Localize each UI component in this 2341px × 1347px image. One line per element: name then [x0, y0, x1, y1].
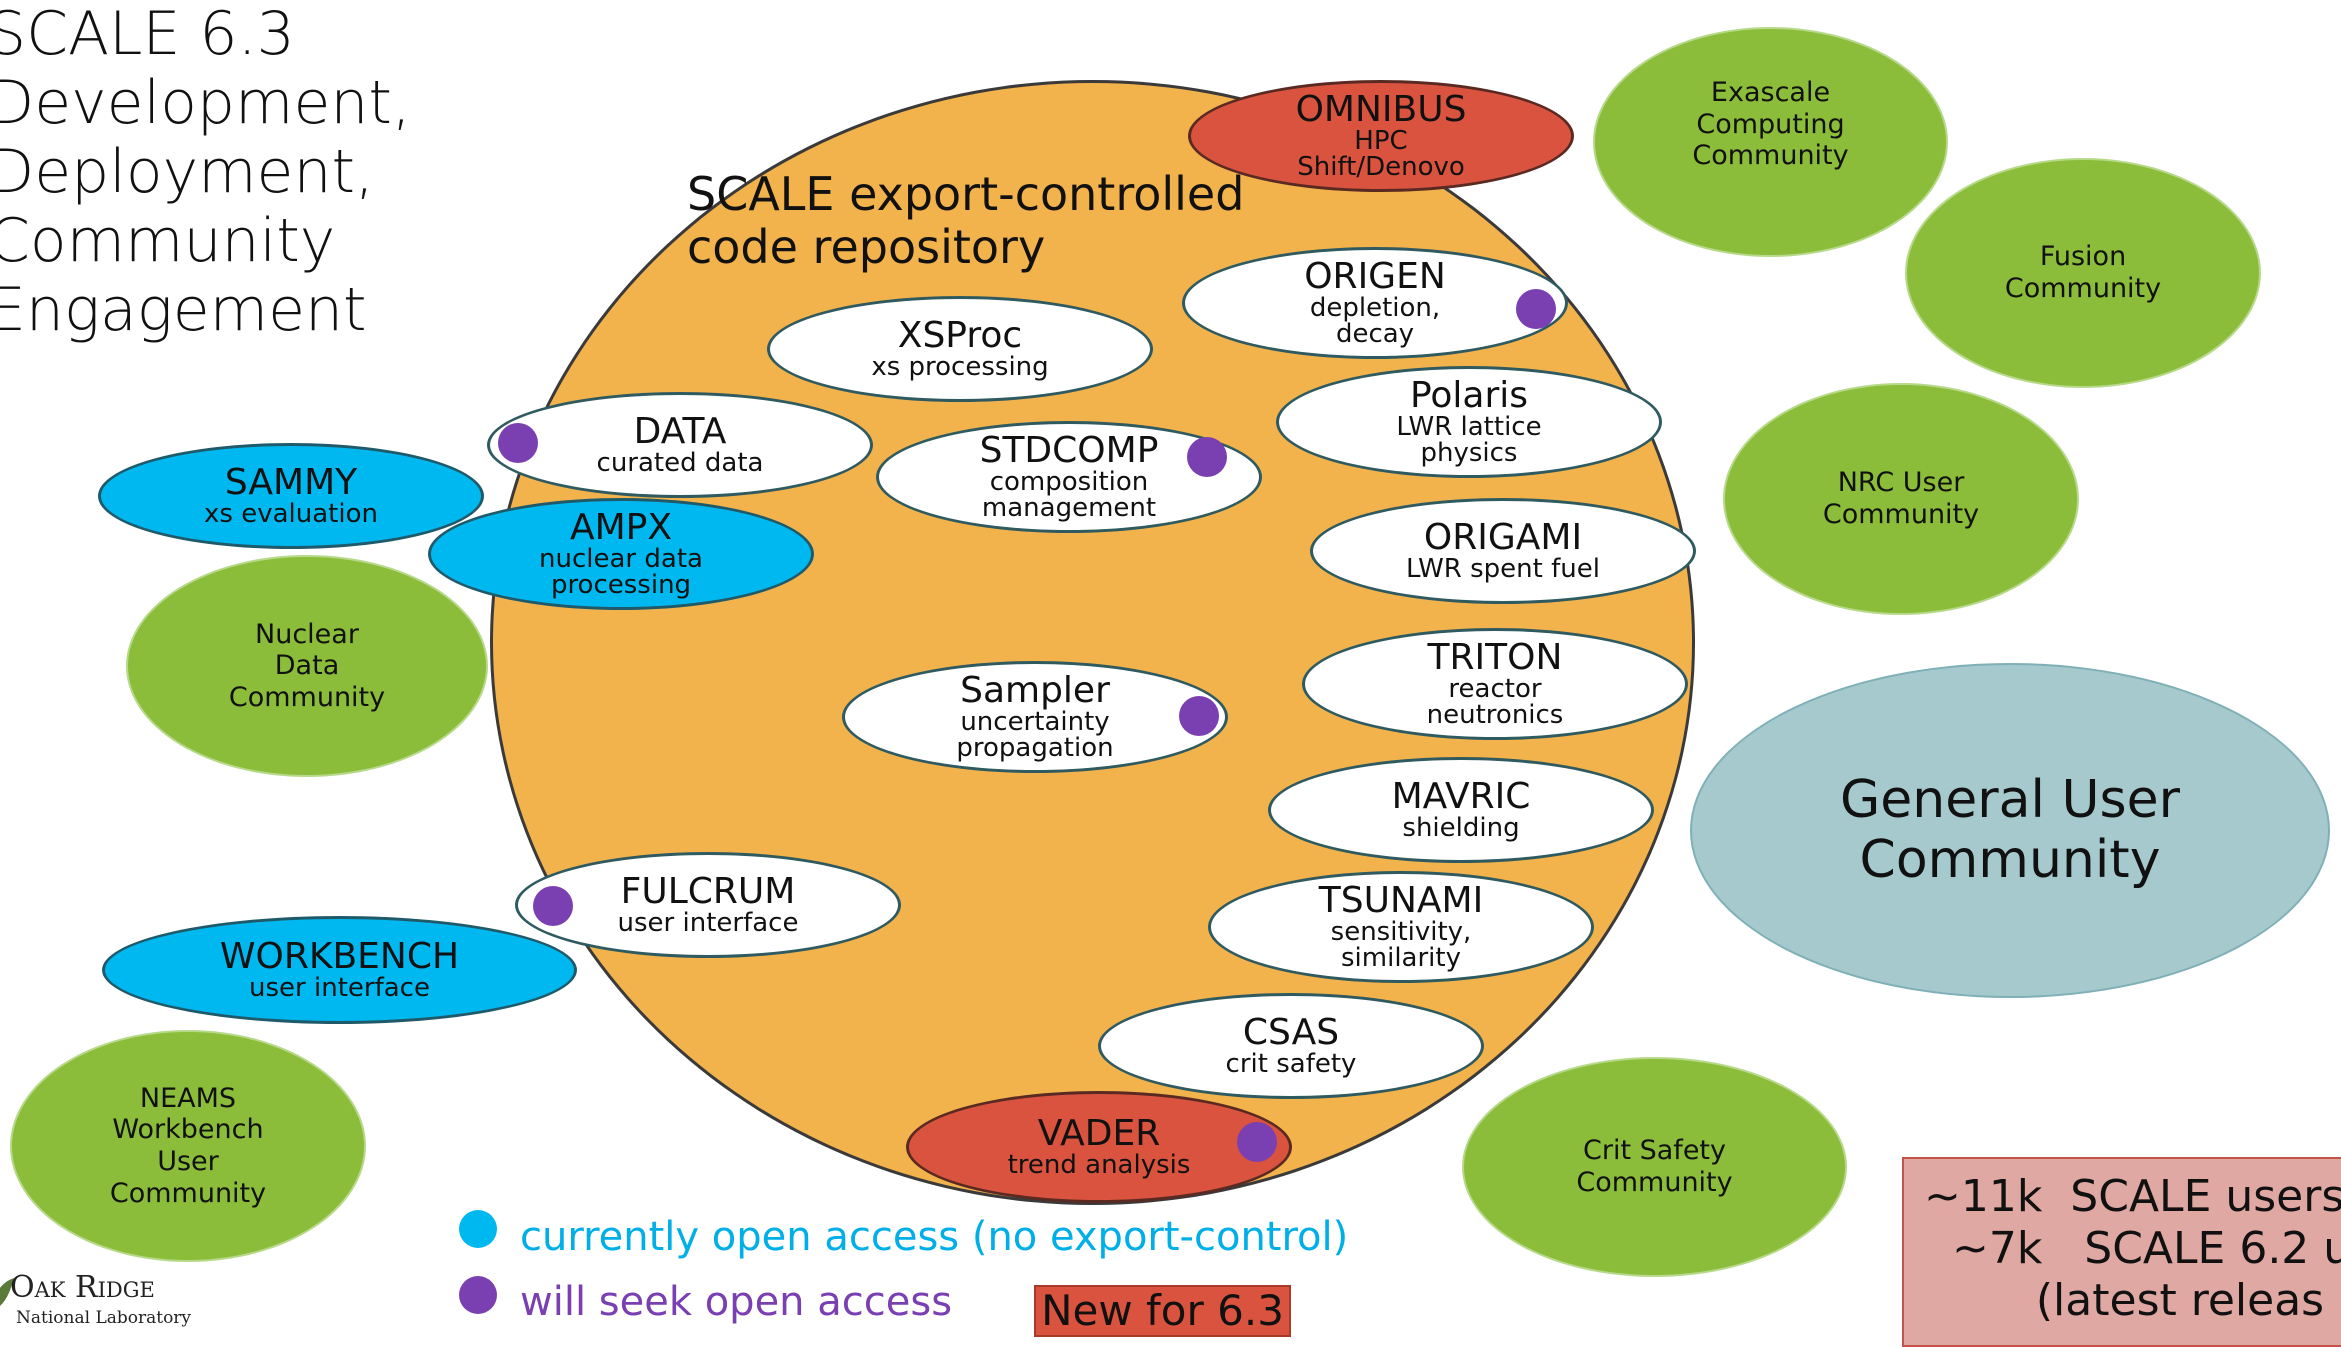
community-nuclear-data: Nuclear Data Community	[126, 555, 488, 777]
community-crit-safety: Crit Safety Community	[1462, 1057, 1847, 1277]
module-polaris: Polaris LWR lattice physics	[1276, 366, 1662, 478]
seek-open-dot-fulcrum	[533, 886, 573, 926]
module-vader: VADER trend analysis	[906, 1091, 1292, 1203]
module-csas: CSAS crit safety	[1098, 993, 1484, 1099]
page-title: SCALE 6.3 Development, Deployment, Commu…	[0, 0, 411, 345]
ornl-name: Oak Ridge	[10, 1270, 155, 1305]
seek-open-dot-stdcomp	[1187, 437, 1227, 477]
ornl-logo: Oak Ridge National Laboratory	[0, 1270, 208, 1335]
legend-open-access-swatch	[459, 1210, 497, 1248]
repository-title: SCALE export-controlled code repository	[687, 167, 1245, 274]
module-sammy: SAMMY xs evaluation	[98, 443, 484, 549]
module-workbench: WORKBENCH user interface	[102, 916, 577, 1024]
ornl-subtitle: National Laboratory	[16, 1308, 192, 1328]
community-exascale: Exascale Computing Community	[1593, 27, 1948, 257]
seek-open-dot-origen	[1516, 289, 1556, 329]
community-general-user: General User Community	[1690, 663, 2330, 998]
module-stdcomp: STDCOMP composition management	[876, 421, 1262, 533]
module-xsproc: XSProc xs processing	[767, 296, 1153, 402]
legend-seek-open-swatch	[459, 1276, 497, 1314]
module-tsunami: TSUNAMI sensitivity, similarity	[1208, 871, 1594, 983]
ornl-leaf-icon	[0, 1278, 14, 1306]
legend-open-access-label: currently open access (no export-control…	[520, 1214, 1349, 1260]
module-origami: ORIGAMI LWR spent fuel	[1310, 498, 1696, 604]
community-neams-workbench: NEAMS Workbench User Community	[10, 1030, 366, 1262]
module-mavric: MAVRIC shielding	[1268, 757, 1654, 863]
seek-open-dot-vader	[1237, 1122, 1277, 1162]
module-origen: ORIGEN depletion, decay	[1182, 247, 1568, 359]
module-omnibus: OMNIBUS HPC Shift/Denovo	[1188, 80, 1574, 192]
legend-seek-open-label: will seek open access	[520, 1279, 953, 1325]
community-fusion: Fusion Community	[1905, 158, 2261, 388]
user-stats-box: ~11k SCALE users ~7k SCALE 6.2 us (lates…	[1902, 1157, 2341, 1347]
seek-open-dot-data	[498, 423, 538, 463]
module-ampx: AMPX nuclear data processing	[428, 498, 814, 610]
module-triton: TRITON reactor neutronics	[1302, 628, 1688, 740]
module-sampler: Sampler uncertainty propagation	[842, 661, 1228, 773]
module-data: DATA curated data	[487, 392, 873, 498]
legend-new-badge: New for 6.3	[1034, 1285, 1291, 1337]
module-fulcrum: FULCRUM user interface	[515, 852, 901, 958]
community-nrc: NRC User Community	[1723, 383, 2079, 615]
seek-open-dot-sampler	[1179, 696, 1219, 736]
